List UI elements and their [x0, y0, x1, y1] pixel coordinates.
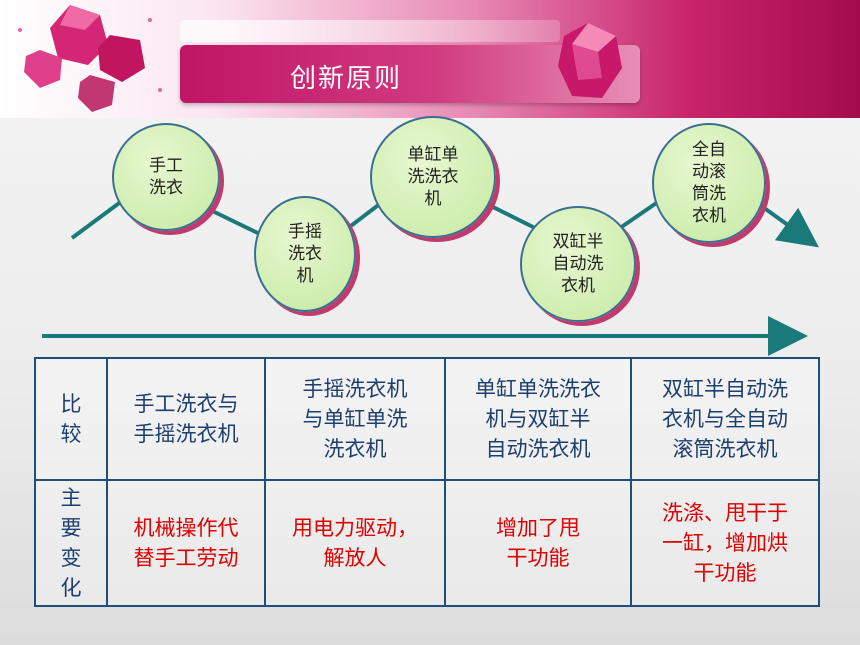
slide-title: 创新原则	[290, 64, 403, 94]
stage-label: 手摇 洗衣 机	[288, 222, 322, 286]
stage-hand-crank-washer: 手摇 洗衣 机	[254, 196, 356, 312]
stage-label: 双缸半 自动洗 衣机	[552, 232, 604, 296]
comparison-table: 比 较 手工洗衣与 手摇洗衣机 手摇洗衣机 与单缸单洗 洗衣机 单缸单洗洗衣 机…	[34, 357, 820, 607]
stage-label: 全自 动滚 筒洗 衣机	[692, 140, 726, 226]
stage-label: 单缸单 洗洗衣 机	[407, 145, 459, 209]
compare-cell: 单缸单洗洗衣 机与双缸半 自动洗衣机	[444, 357, 632, 481]
row-label-compare: 比 较	[34, 357, 108, 481]
gem-decoration-right	[558, 23, 622, 98]
stage-twin-tub-washer: 双缸半 自动洗 衣机	[520, 206, 636, 322]
change-cell: 机械操作代 替手工劳动	[106, 479, 266, 607]
change-cell: 用电力驱动， 解放人	[264, 479, 446, 607]
change-cell: 增加了甩 干功能	[444, 479, 632, 607]
stage-manual-washing: 手工 洗衣	[112, 123, 220, 231]
header-strip	[180, 20, 560, 42]
stage-label: 手工 洗衣	[149, 156, 183, 198]
gem-cluster-decoration	[18, 5, 162, 112]
table-row-compare: 比 较 手工洗衣与 手摇洗衣机 手摇洗衣机 与单缸单洗 洗衣机 单缸单洗洗衣 机…	[34, 357, 820, 481]
compare-cell: 手工洗衣与 手摇洗衣机	[106, 357, 266, 481]
stage-single-tub-washer: 单缸单 洗洗衣 机	[370, 116, 496, 238]
compare-cell: 双缸半自动洗 衣机与全自动 滚筒洗衣机	[630, 357, 820, 481]
change-cell: 洗涤、甩干于 一缸，增加烘 干功能	[630, 479, 820, 607]
row-label-change: 主 要 变 化	[34, 479, 108, 607]
table-row-change: 主 要 变 化 机械操作代 替手工劳动 用电力驱动， 解放人 增加了甩 干功能 …	[34, 479, 820, 607]
stage-drum-washer: 全自 动滚 筒洗 衣机	[652, 123, 766, 243]
compare-cell: 手摇洗衣机 与单缸单洗 洗衣机	[264, 357, 446, 481]
